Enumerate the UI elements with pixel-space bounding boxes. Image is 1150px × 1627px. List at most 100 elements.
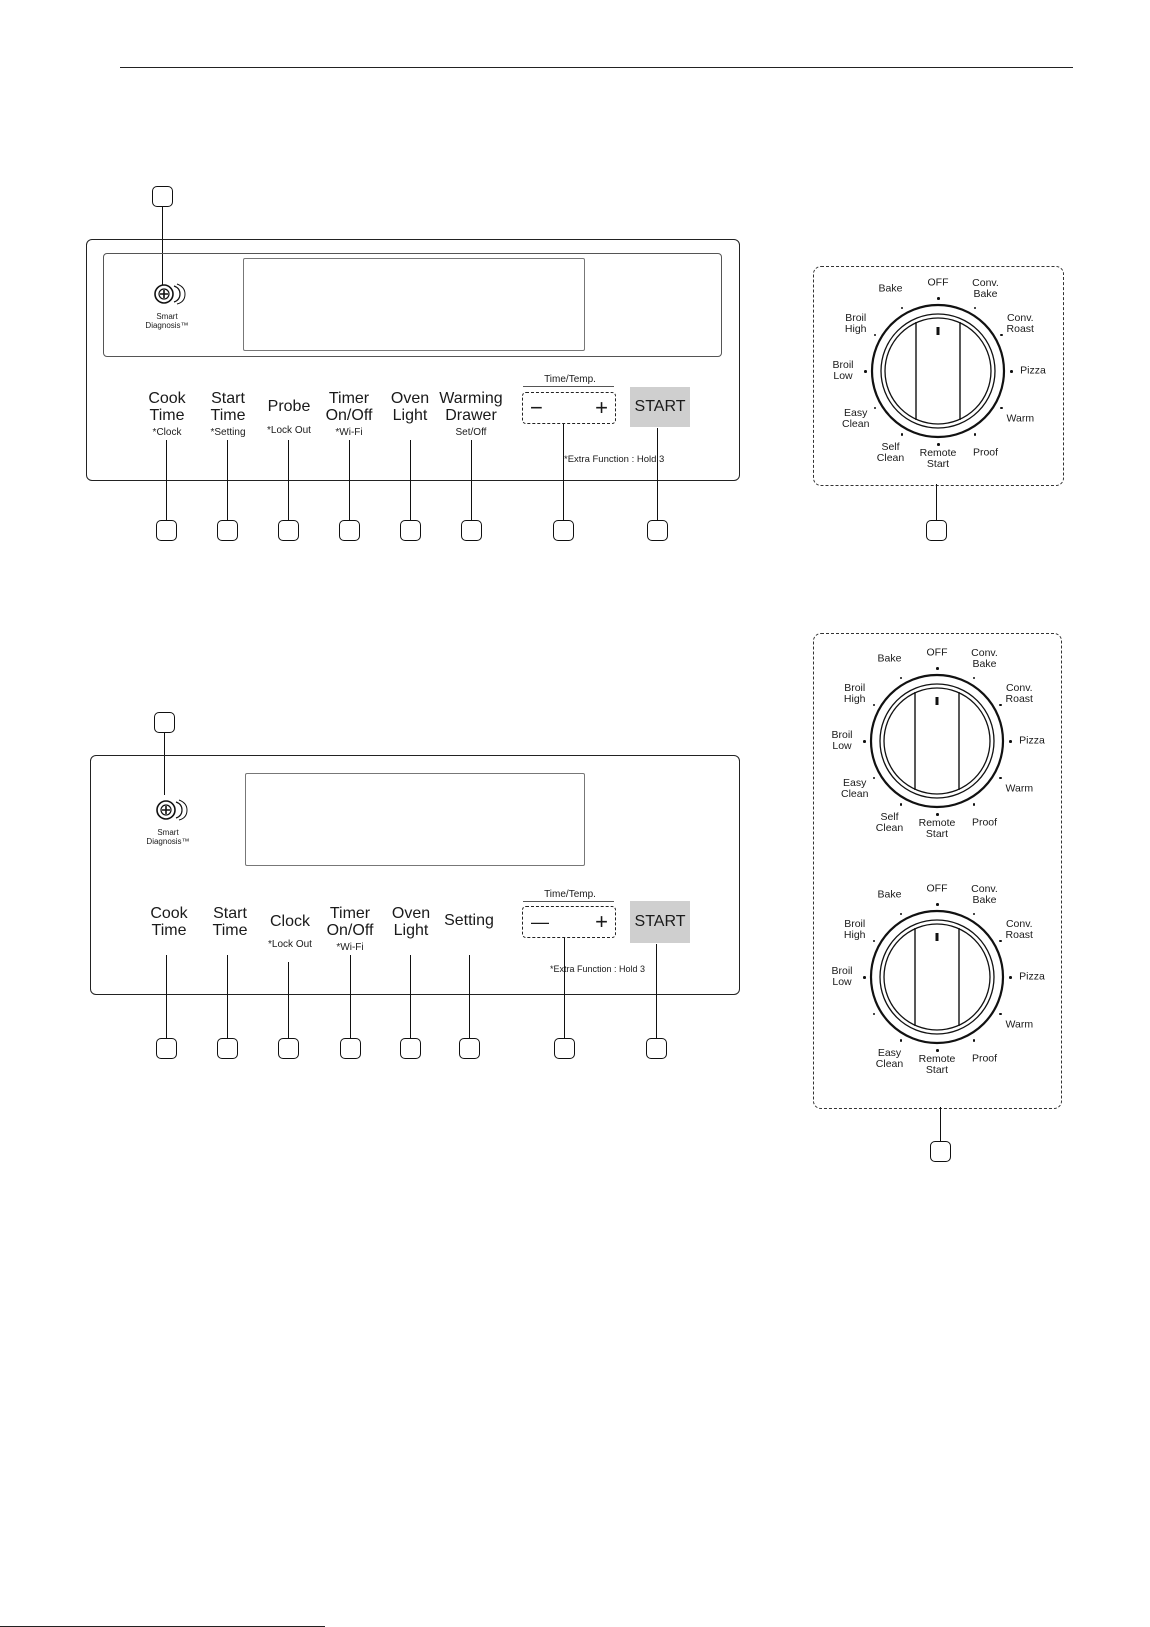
start-time-button[interactable]: Start Time *Setting xyxy=(188,390,268,439)
clock-button[interactable]: Clock *Lock Out xyxy=(250,913,330,951)
callout xyxy=(278,520,299,541)
dial-tick xyxy=(872,1012,876,1015)
leader-line xyxy=(657,428,658,520)
minus-button[interactable]: — xyxy=(531,912,549,932)
leader-line xyxy=(940,1107,941,1141)
dial-tick xyxy=(900,306,903,310)
leader-line xyxy=(471,440,472,520)
start-time-button[interactable]: Start Time xyxy=(190,905,270,939)
dial-tick xyxy=(937,443,940,446)
oven-light-button[interactable]: Oven Light xyxy=(371,905,451,939)
dial-label: Warm xyxy=(1005,1018,1034,1030)
dial-tick xyxy=(863,976,866,979)
dial-tick xyxy=(899,676,902,680)
callout xyxy=(400,520,421,541)
smart-diagnosis-label: Smart Diagnosis™ xyxy=(127,312,207,330)
leader-line xyxy=(162,207,163,285)
button-sublabel: *Clock xyxy=(152,427,182,438)
dial-knob[interactable] xyxy=(857,661,1017,821)
leader-line xyxy=(564,938,565,1038)
leader-line xyxy=(349,440,350,520)
dial-label: Remote Start xyxy=(918,817,956,840)
dial-tick xyxy=(872,703,876,706)
probe-button[interactable]: Probe *Lock Out xyxy=(249,398,329,437)
dial-tick xyxy=(999,939,1002,942)
plus-button[interactable]: + xyxy=(595,909,608,934)
cook-time-button[interactable]: Cook Time xyxy=(129,905,209,939)
leader-line xyxy=(166,440,167,520)
smart-diagnosis-icon[interactable] xyxy=(150,280,190,310)
timer-on-off-button[interactable]: Timer On/Off *Wi-Fi xyxy=(309,390,389,439)
dial-tick xyxy=(973,433,976,436)
button-label: Probe xyxy=(267,398,311,415)
dial-label: Self Clean xyxy=(876,441,905,465)
time-temp-control[interactable]: − + xyxy=(522,392,616,424)
time-temp-label: Time/Temp. xyxy=(544,889,596,900)
dial-tick xyxy=(999,1012,1002,1015)
callout xyxy=(217,1038,238,1059)
dial-tick xyxy=(937,297,940,300)
diagnosis-label: Diagnosis™ xyxy=(146,837,190,846)
time-temp-control[interactable]: — + xyxy=(522,906,616,938)
dial-label: Conv. Bake xyxy=(972,276,999,300)
dial-tick xyxy=(936,903,939,906)
display-screen xyxy=(243,258,585,351)
leader-line xyxy=(227,440,228,520)
dial-knob[interactable] xyxy=(857,897,1017,1057)
dial-tick xyxy=(872,776,876,779)
dial-label: Self Clean xyxy=(875,811,904,835)
dial-tick xyxy=(972,676,975,680)
leader-line xyxy=(288,962,289,1038)
top-rule xyxy=(120,67,1073,68)
callout xyxy=(647,520,668,541)
dial-tick xyxy=(972,912,975,916)
dial-tick xyxy=(999,703,1002,706)
dial-tick xyxy=(1009,740,1012,743)
callout-smart-diagnosis xyxy=(152,186,173,207)
cook-time-button[interactable]: Cook Time *Clock xyxy=(127,390,207,439)
dial-label: Proof xyxy=(972,446,999,459)
plus-button[interactable]: + xyxy=(595,395,608,420)
dial-label: Pizza xyxy=(1020,364,1046,377)
button-label: Cook Time xyxy=(148,390,186,424)
leader-line xyxy=(936,484,937,520)
dial-tick xyxy=(972,1039,975,1042)
warming-drawer-button[interactable]: Warming Drawer Set/Off xyxy=(431,390,511,439)
leader-line xyxy=(410,955,411,1038)
leader-line xyxy=(410,440,411,520)
dial-tick xyxy=(873,333,877,336)
leader-line xyxy=(166,955,167,1038)
leader-line xyxy=(164,733,165,795)
button-label: Start Time xyxy=(210,390,246,424)
callout xyxy=(217,520,238,541)
dial-label: Easy Clean xyxy=(841,776,869,800)
callout xyxy=(339,520,360,541)
timer-on-off-button[interactable]: Timer On/Off *Wi-Fi xyxy=(310,905,390,954)
callout xyxy=(553,520,574,541)
dial-label: Broil High xyxy=(843,917,866,941)
callout xyxy=(400,1038,421,1059)
button-label: Start Time xyxy=(212,905,248,939)
dial-tick xyxy=(973,306,976,310)
dial-tick xyxy=(872,939,876,942)
dial-label: Broil High xyxy=(843,681,866,705)
dial-label: Conv. Roast xyxy=(1005,681,1033,705)
oven-light-button[interactable]: Oven Light xyxy=(370,390,450,424)
dial-label: Warm xyxy=(1005,782,1034,794)
smart-diagnosis-icon[interactable] xyxy=(152,796,192,826)
dial-tick xyxy=(1009,976,1012,979)
dial-tick xyxy=(863,740,866,743)
callout xyxy=(156,520,177,541)
dial-label: OFF xyxy=(926,882,948,895)
start-button[interactable]: START xyxy=(630,901,690,943)
diagnosis-label: Diagnosis™ xyxy=(145,321,189,330)
dial-knob[interactable] xyxy=(858,291,1018,451)
start-button[interactable]: START xyxy=(630,387,690,427)
minus-button[interactable]: − xyxy=(530,395,543,420)
dial-tick xyxy=(936,813,939,816)
dial-label: Easy Clean xyxy=(875,1047,904,1071)
setting-button[interactable]: Setting xyxy=(429,912,509,929)
dial-label: Broil Low xyxy=(831,729,853,752)
leader-line xyxy=(656,944,657,1038)
dial-tick xyxy=(900,433,903,436)
